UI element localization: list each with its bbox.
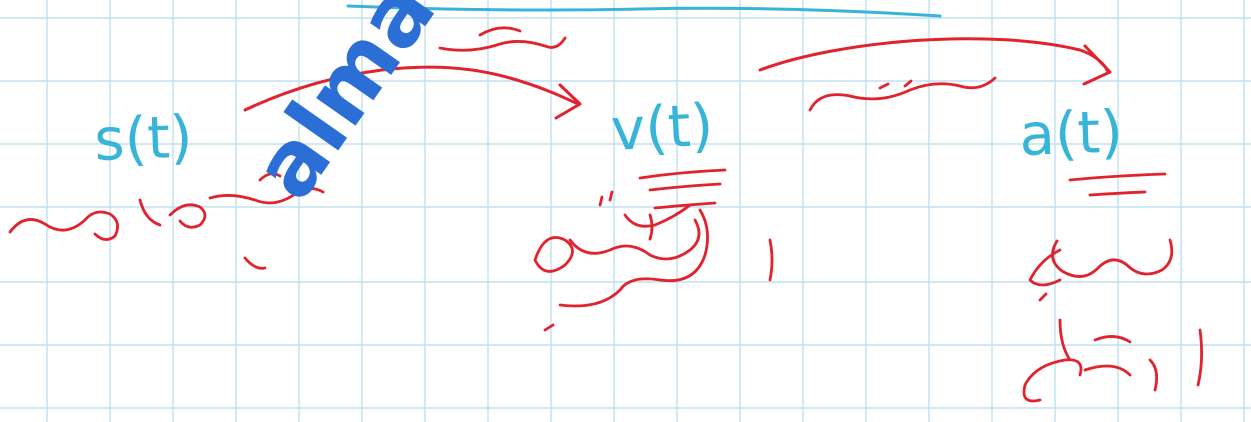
handwritten-annotations [8,26,1203,403]
acceleration-function-label: a(t) [1018,97,1124,169]
watermark-text: alma [233,0,455,217]
top-underline-stroke [346,4,942,18]
velocity-function-label: v(t) [609,91,715,164]
derivative-arrow-icon [243,37,1112,120]
position-function-label: s(t) [93,103,194,174]
